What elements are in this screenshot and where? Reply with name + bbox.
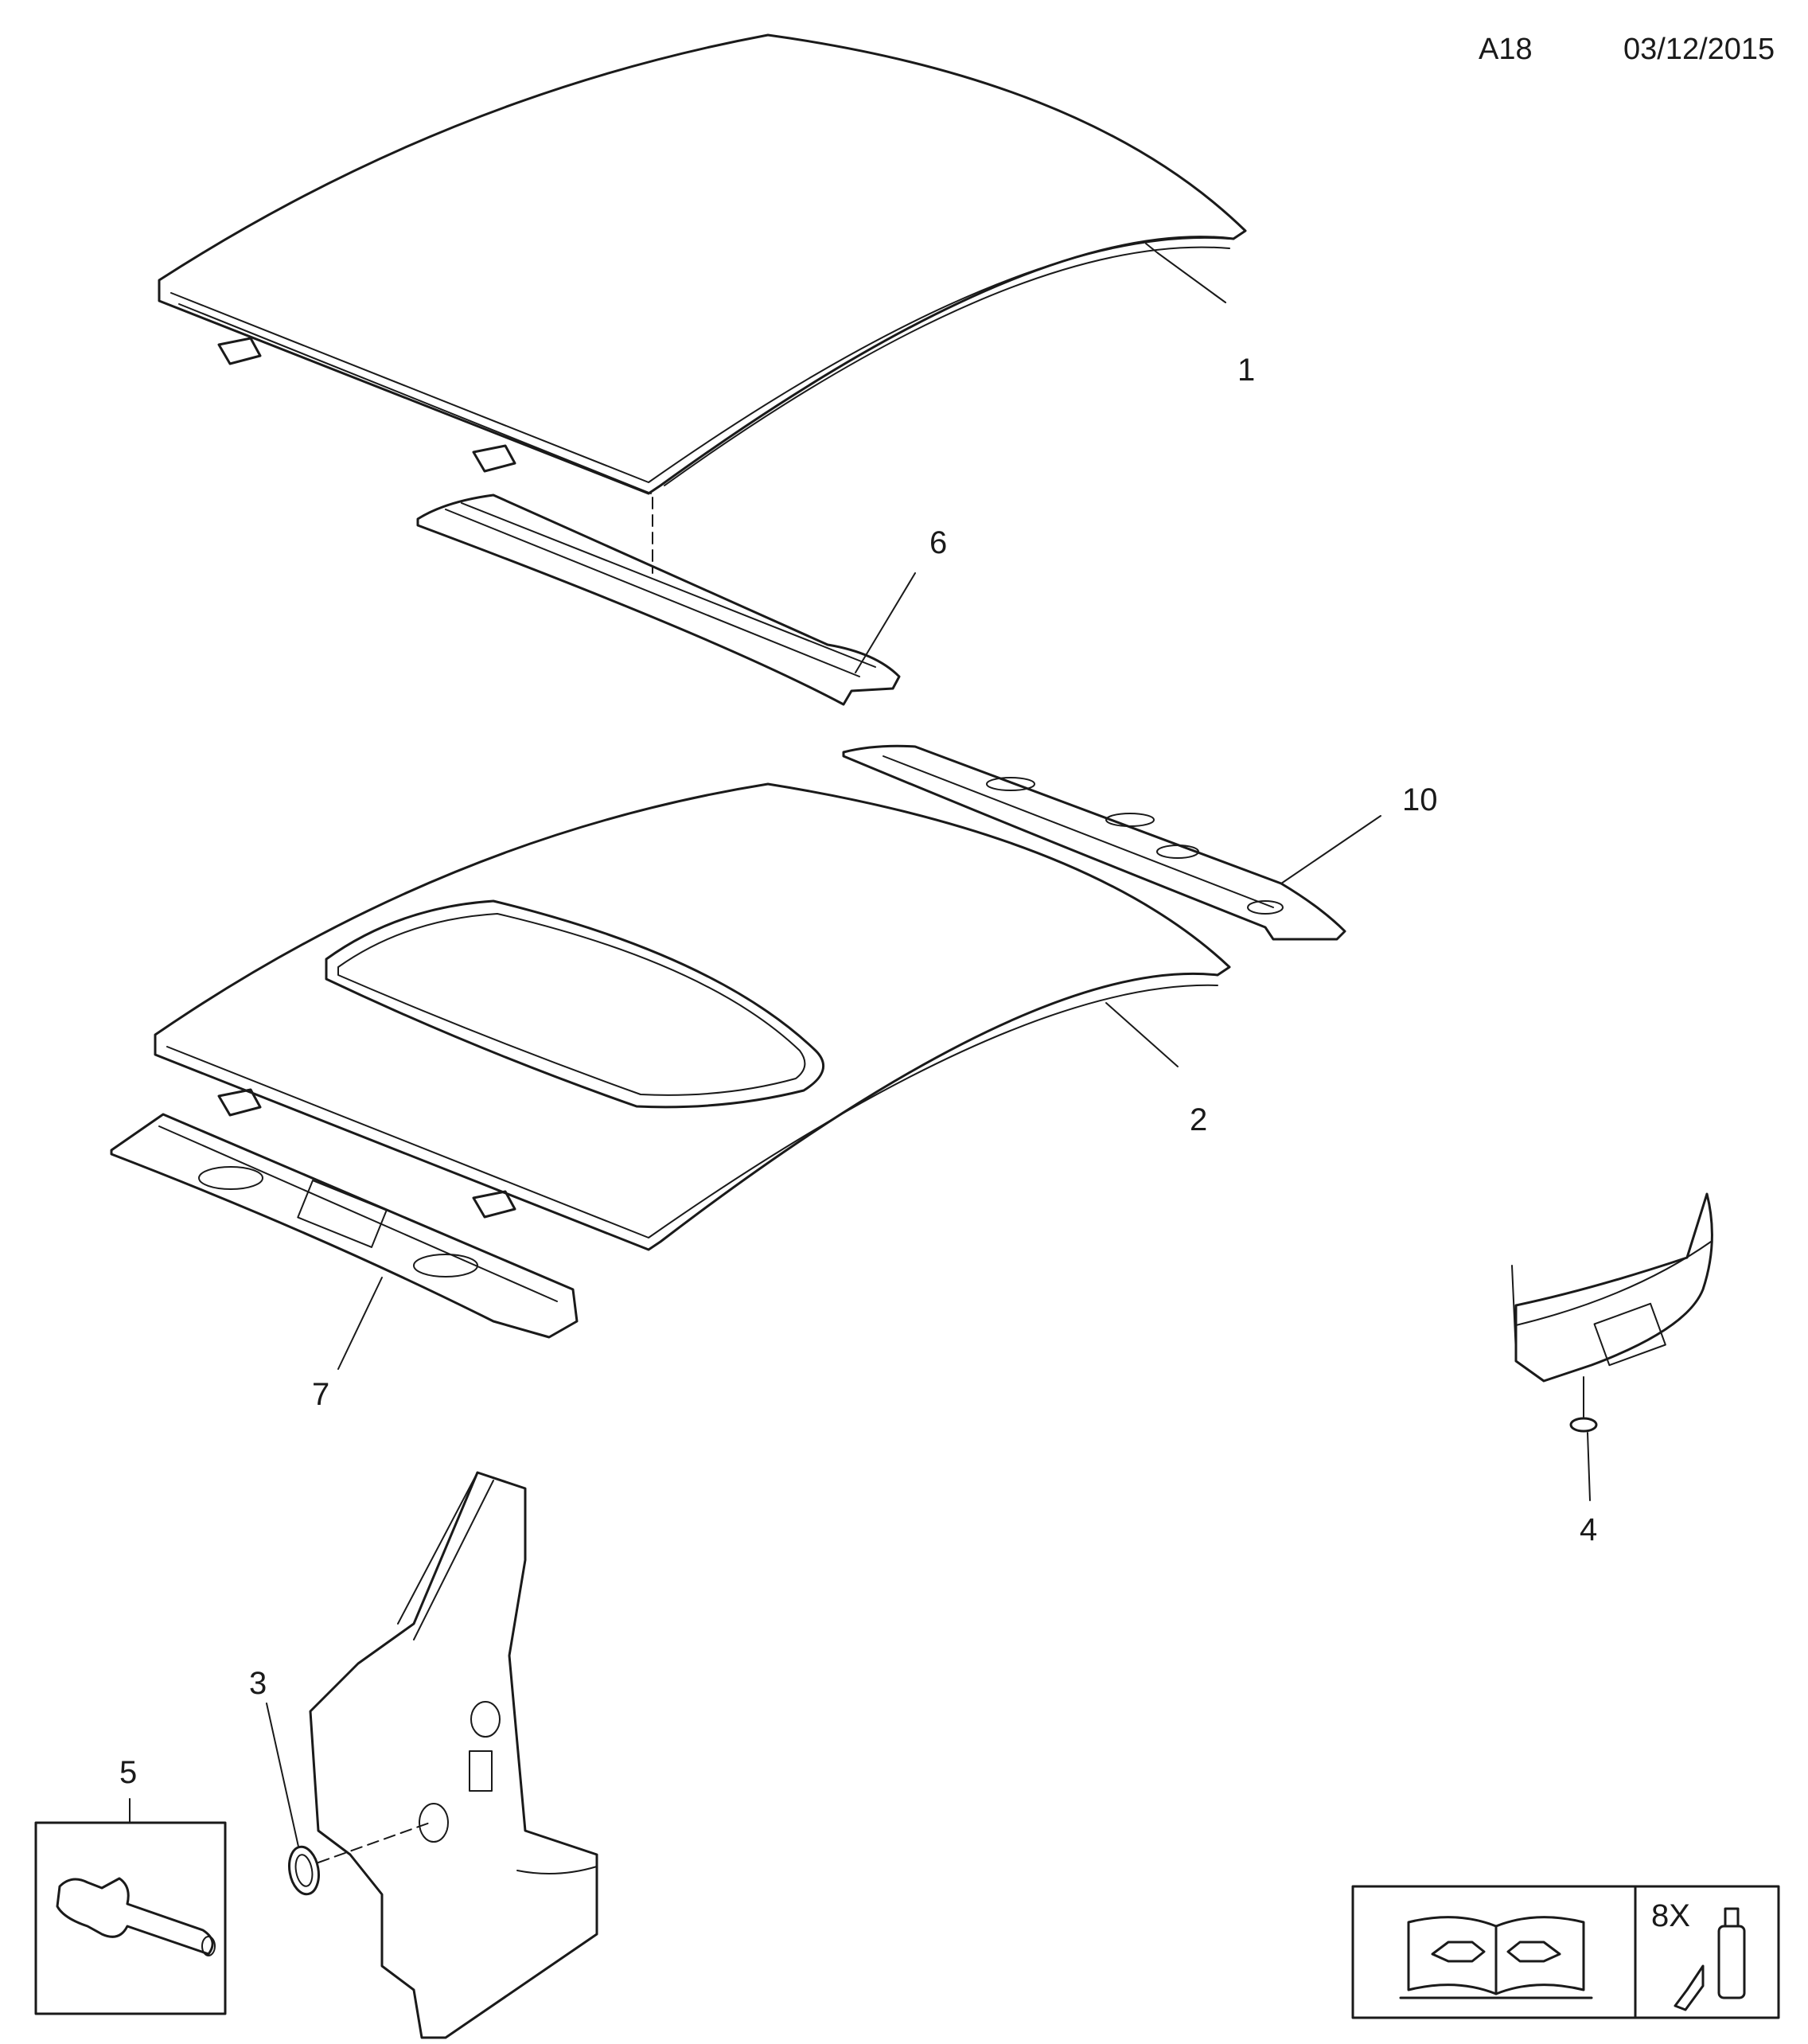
leader-10 <box>1280 815 1381 884</box>
part-10-front-header <box>842 744 1346 941</box>
part-4-grommet-location <box>1511 1192 1713 1433</box>
callout-1: 1 <box>1237 353 1255 388</box>
part-6-roof-bow <box>416 493 901 706</box>
diagram-date: 03/12/2015 <box>1623 33 1775 66</box>
callout-2: 2 <box>1190 1102 1207 1137</box>
leader-1 <box>1157 252 1226 303</box>
leader-3 <box>266 1703 299 1847</box>
callout-6: 6 <box>929 525 947 560</box>
legend-panel: 8X <box>1351 1885 1780 2019</box>
part-2-sunroof-panel <box>154 782 1231 1251</box>
quantity-label: 8X <box>1651 1898 1690 1933</box>
diagram-code: A18 <box>1479 33 1533 66</box>
part-7-rear-header <box>110 1113 579 1339</box>
leader-2 <box>1105 1002 1179 1067</box>
callout-3: 3 <box>249 1666 267 1701</box>
leader-7 <box>337 1277 383 1370</box>
callout-7: 7 <box>312 1377 329 1412</box>
adhesive-bottle-icon <box>1674 1907 1746 2011</box>
leader-4 <box>1587 1432 1591 1501</box>
callout-10: 10 <box>1402 782 1438 817</box>
leader-6 <box>855 572 916 673</box>
callout-4: 4 <box>1580 1512 1597 1547</box>
callout-leaders <box>129 252 1591 1847</box>
part-5-stud-box <box>34 1821 227 2015</box>
service-manual-wrench-icon <box>1399 1916 1593 1999</box>
part-3-pillar-plug <box>288 1471 598 2039</box>
legend-frame <box>1351 1885 1780 2019</box>
part-1-roof-panel <box>158 33 1247 495</box>
callout-5: 5 <box>119 1755 137 1790</box>
